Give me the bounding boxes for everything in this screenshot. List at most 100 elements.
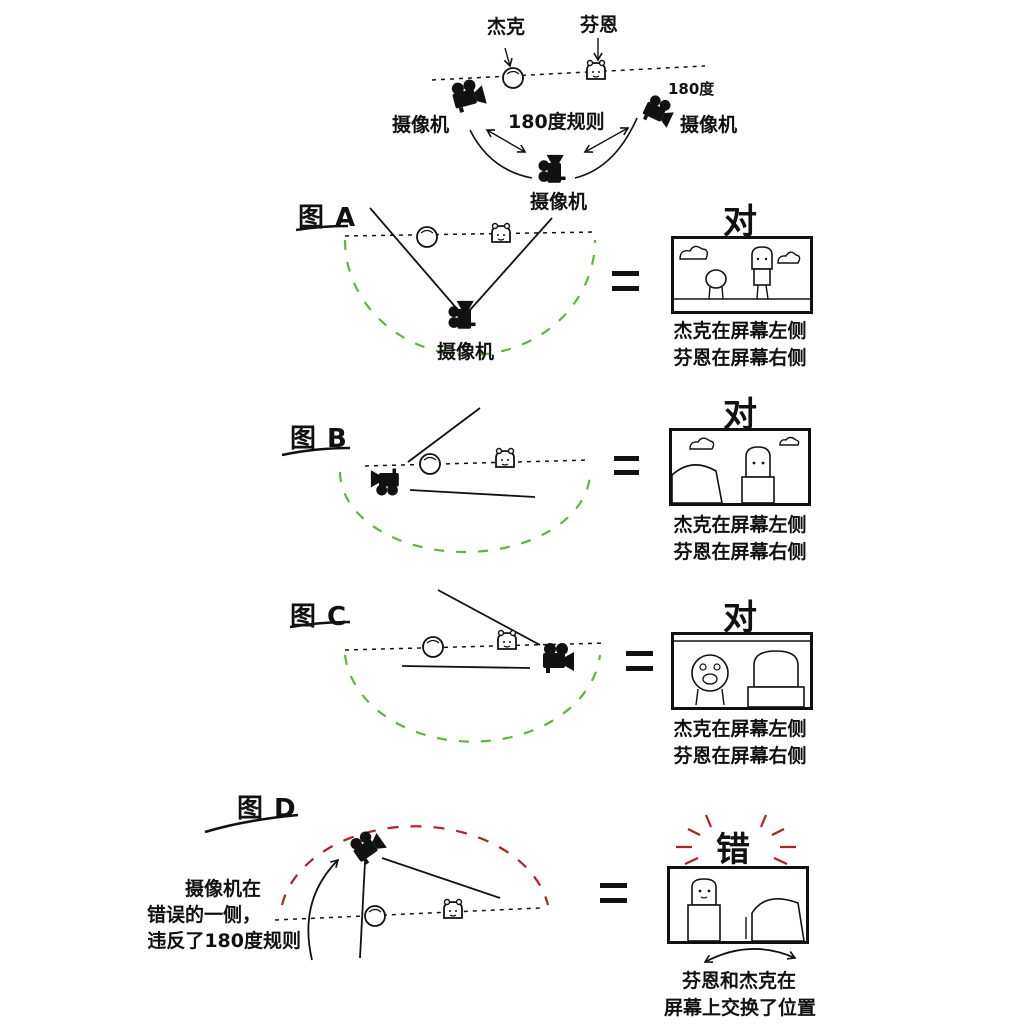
figure-b-screen-panel: [669, 428, 811, 506]
figure-d-screen-drawing: [687, 878, 805, 941]
figure-a-diagram: [295, 207, 639, 357]
camera-path-left: [469, 129, 533, 179]
figure-b-screen-drawing: [672, 436, 800, 503]
finn-icon: [443, 898, 463, 919]
figure-a-camera-label: 摄像机: [437, 341, 495, 363]
rule-label: 180度规则: [508, 111, 605, 133]
camera-view-line: [409, 489, 536, 498]
equals-sign: [612, 271, 639, 276]
figure-d-side-note: 摄像机在 错误的一侧， 违反了180度规则: [136, 876, 301, 954]
equals-sign: [614, 470, 639, 475]
figure-c-screen-panel: [671, 632, 813, 710]
figure-d-screen-panel: [667, 866, 809, 944]
jake-icon: [502, 67, 524, 89]
finn-icon: [497, 629, 517, 650]
action-line: [344, 231, 596, 237]
camera-label-left: 摄像机: [392, 114, 450, 136]
cloud-icon: [777, 251, 801, 264]
camera-icon: [538, 154, 566, 183]
figure-b-caption-line1: 杰克在屏幕左侧: [673, 514, 807, 536]
figure-c-title-underline: [289, 620, 351, 629]
figure-d-verdict: 错: [716, 830, 750, 870]
camera-icon: [449, 76, 488, 114]
figure-b-title: 图 B: [290, 424, 348, 454]
figure-a-verdict: 对: [723, 202, 757, 242]
camera-view-line: [359, 861, 366, 959]
camera-view-line: [381, 857, 501, 899]
jake-pointer-arrow: [503, 47, 513, 68]
correct-side-arc: [338, 471, 592, 554]
figure-d-caption-line1: 芬恩和杰克在: [681, 970, 796, 992]
jake-icon: [364, 905, 386, 927]
camera-view-line: [437, 589, 541, 646]
equals-sign: [614, 456, 639, 461]
jake-icon: [705, 269, 727, 300]
camera-label-bottom: 摄像机: [530, 191, 588, 213]
figure-d-side-note-line3: 违反了180度规则: [147, 930, 301, 952]
jake-icon: [422, 636, 444, 658]
camera-view-line: [401, 665, 531, 669]
figure-b-diagram: [281, 407, 639, 554]
wrong-move-arrow: [307, 858, 340, 961]
figure-c-caption-line2: 芬恩在屏幕右侧: [673, 745, 807, 767]
equals-sign: [626, 666, 653, 671]
swap-arrow-icon: [703, 948, 797, 964]
figure-d-title-underline: [204, 813, 299, 834]
jake-label: 杰克: [487, 16, 526, 38]
figure-c-title: 图 C: [290, 602, 348, 632]
equals-sign: [600, 898, 627, 903]
figure-d-caption: 芬恩和杰克在 屏幕上交换了位置: [664, 968, 817, 1022]
figure-a-title-underline: [295, 224, 349, 232]
equals-sign: [612, 286, 639, 291]
camera-view-line: [469, 217, 553, 311]
figure-a-caption-line1: 杰克在屏幕左侧: [673, 320, 807, 342]
figure-a-screen-panel: [671, 236, 813, 314]
figure-a-title: 图 A: [298, 203, 357, 233]
jake-icon: [419, 453, 441, 475]
equals-sign: [600, 883, 627, 888]
camera-icon: [370, 468, 399, 496]
figure-d-diagram: [204, 813, 797, 964]
jake-icon: [691, 654, 729, 706]
camera-label-right: 摄像机: [680, 114, 738, 136]
finn-icon: [491, 222, 511, 243]
figure-a-caption: 杰克在屏幕左侧 芬恩在屏幕右侧: [660, 318, 820, 372]
cloud-icon: [689, 437, 715, 450]
move-arrow-left: [485, 129, 527, 153]
camera-view-line: [369, 207, 459, 311]
figure-b-caption-line2: 芬恩在屏幕右侧: [673, 541, 807, 563]
action-line: [364, 459, 591, 467]
figure-b-title-underline: [281, 446, 351, 457]
figure-c-verdict: 对: [723, 598, 757, 638]
finn-icon: [687, 878, 721, 941]
equals-sign: [626, 651, 653, 656]
camera-path-right: [574, 117, 638, 179]
figure-c-caption: 杰克在屏幕左侧 芬恩在屏幕右侧: [660, 716, 820, 770]
jake-icon: [745, 897, 805, 941]
camera-view-line: [407, 407, 481, 463]
finn-icon: [747, 650, 805, 707]
jake-icon: [672, 464, 723, 503]
finn-label: 芬恩: [580, 14, 619, 36]
finn-icon: [751, 246, 773, 300]
action-line: [274, 907, 541, 921]
finn-icon: [495, 447, 515, 468]
finn-icon: [741, 446, 775, 503]
figure-d-side-note-line2: 错误的一侧，: [146, 904, 261, 926]
cloud-icon: [779, 436, 800, 446]
correct-side-arc: [343, 654, 602, 743]
figure-a-caption-line2: 芬恩在屏幕右侧: [673, 347, 807, 369]
top-rule-diagram: [431, 38, 706, 183]
figure-c-caption-line1: 杰克在屏幕左侧: [673, 718, 807, 740]
figure-c-diagram: [289, 589, 653, 743]
jake-icon: [416, 226, 438, 248]
figure-d-side-note-line1: 摄像机在: [184, 878, 261, 900]
rule-line-label: 180度: [668, 80, 715, 98]
finn-icon: [586, 59, 606, 80]
figure-d-caption-line2: 屏幕上交换了位置: [664, 997, 817, 1019]
cloud-icon: [679, 245, 709, 260]
figure-b-caption: 杰克在屏幕左侧 芬恩在屏幕右侧: [660, 512, 820, 566]
action-line: [431, 65, 706, 81]
